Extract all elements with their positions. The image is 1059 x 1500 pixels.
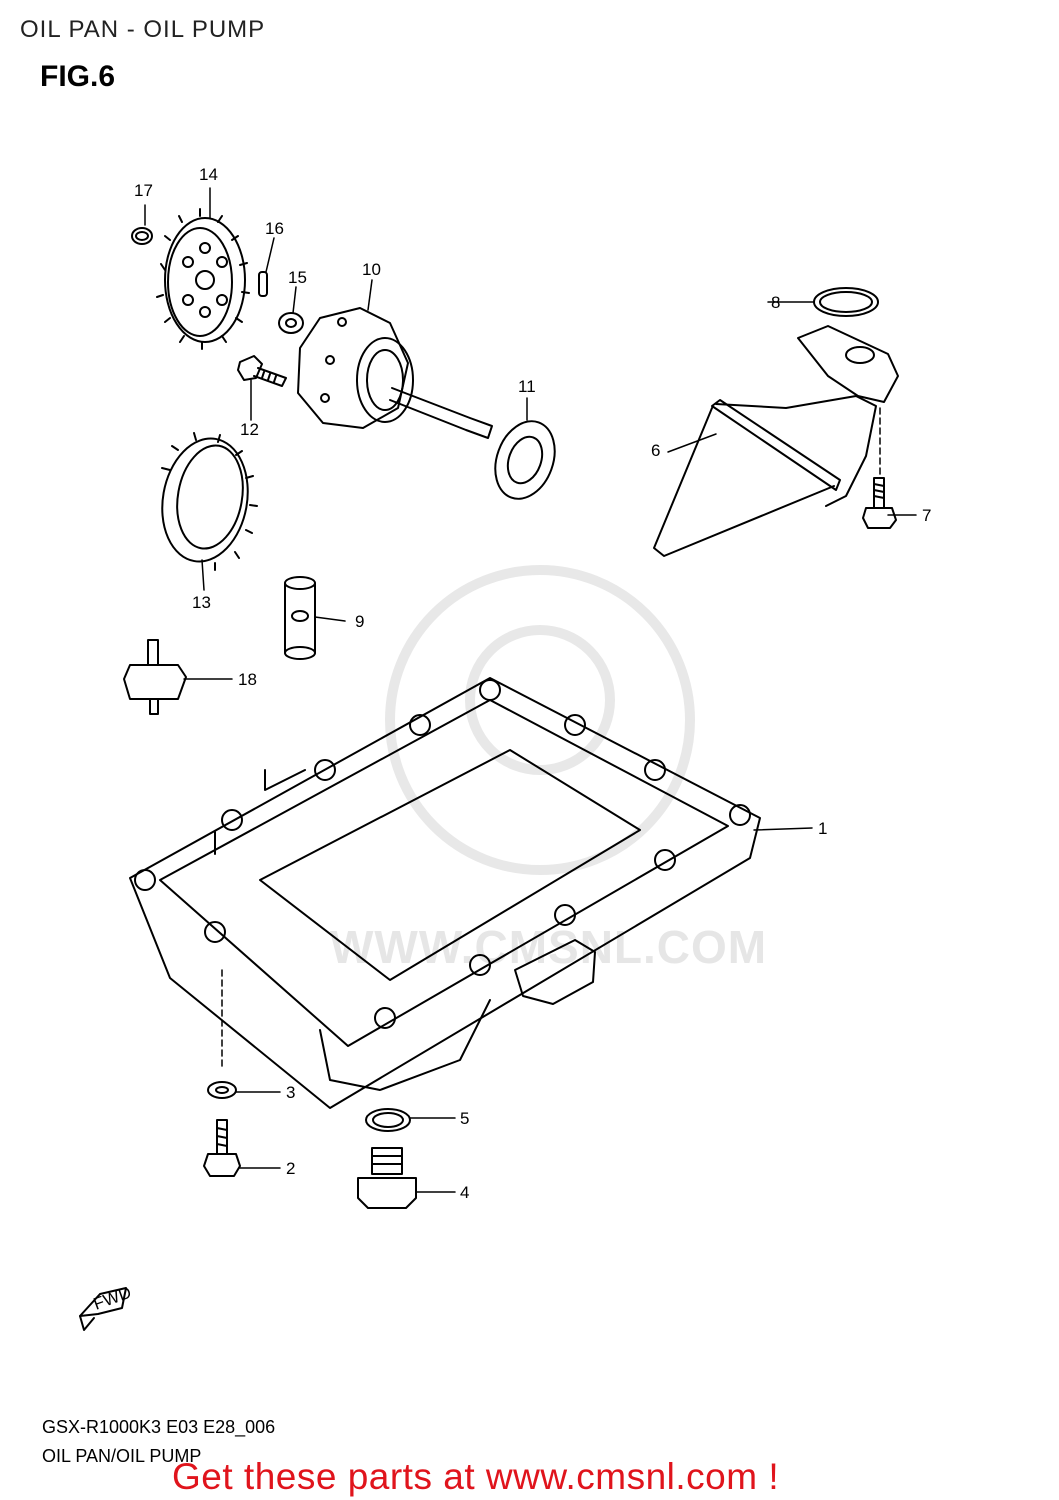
callout-17: 17 <box>134 181 153 200</box>
callout-11: 11 <box>518 377 536 396</box>
callout-4: 4 <box>460 1183 469 1202</box>
part-12-bolt <box>237 355 287 387</box>
part-14-sprocket <box>156 208 250 350</box>
part-17-o-ring <box>131 227 153 245</box>
watermark-logo <box>385 565 695 875</box>
part-5-gasket <box>365 1108 411 1132</box>
part-10-oil-pump <box>297 307 493 439</box>
callout-5: 5 <box>460 1109 469 1128</box>
part-16-pin <box>258 271 268 297</box>
callout-labels: 1 2 3 4 5 6 7 8 9 10 11 12 13 14 15 16 1… <box>134 165 931 1202</box>
part-15-washer <box>278 312 304 334</box>
callout-14: 14 <box>199 165 218 184</box>
callout-3: 3 <box>286 1083 295 1102</box>
model-code: GSX-R1000K3 E03 E28_006 <box>42 1417 276 1437</box>
callout-10: 10 <box>362 260 381 279</box>
callout-12: 12 <box>240 420 259 439</box>
callout-1: 1 <box>818 819 827 838</box>
callout-18: 18 <box>238 670 257 689</box>
part-18-oil-pressure-switch <box>123 639 187 715</box>
part-2-bolt <box>203 1119 241 1177</box>
callout-7: 7 <box>922 506 931 525</box>
part-13-gear <box>161 432 258 571</box>
callout-2: 2 <box>286 1159 295 1178</box>
part-6-oil-strainer <box>653 325 899 557</box>
fwd-arrow-icon <box>79 1287 127 1331</box>
part-7-bolt <box>862 477 897 529</box>
diagram-caption: OIL PAN/OIL PUMP <box>42 1446 202 1466</box>
part-11-gasket <box>494 420 556 500</box>
leader-lines <box>144 187 917 1193</box>
part-9-sleeve <box>284 576 316 660</box>
callout-8: 8 <box>771 293 780 312</box>
callout-15: 15 <box>288 268 307 287</box>
figure-label: FIG.6 <box>40 60 116 93</box>
parts-link[interactable]: Get these parts at www.cmsnl.com ! <box>172 1456 780 1497</box>
part-3-washer <box>207 1081 237 1099</box>
callout-13: 13 <box>192 593 211 612</box>
callout-9: 9 <box>355 612 364 631</box>
part-1-oil-pan <box>129 677 761 1109</box>
part-8-o-ring <box>813 287 879 317</box>
fwd-label: FWD <box>91 1283 134 1314</box>
callout-6: 6 <box>651 441 660 460</box>
callout-16: 16 <box>265 219 284 238</box>
part-4-drain-plug <box>357 1147 417 1209</box>
page-title: OIL PAN - OIL PUMP <box>20 16 266 43</box>
